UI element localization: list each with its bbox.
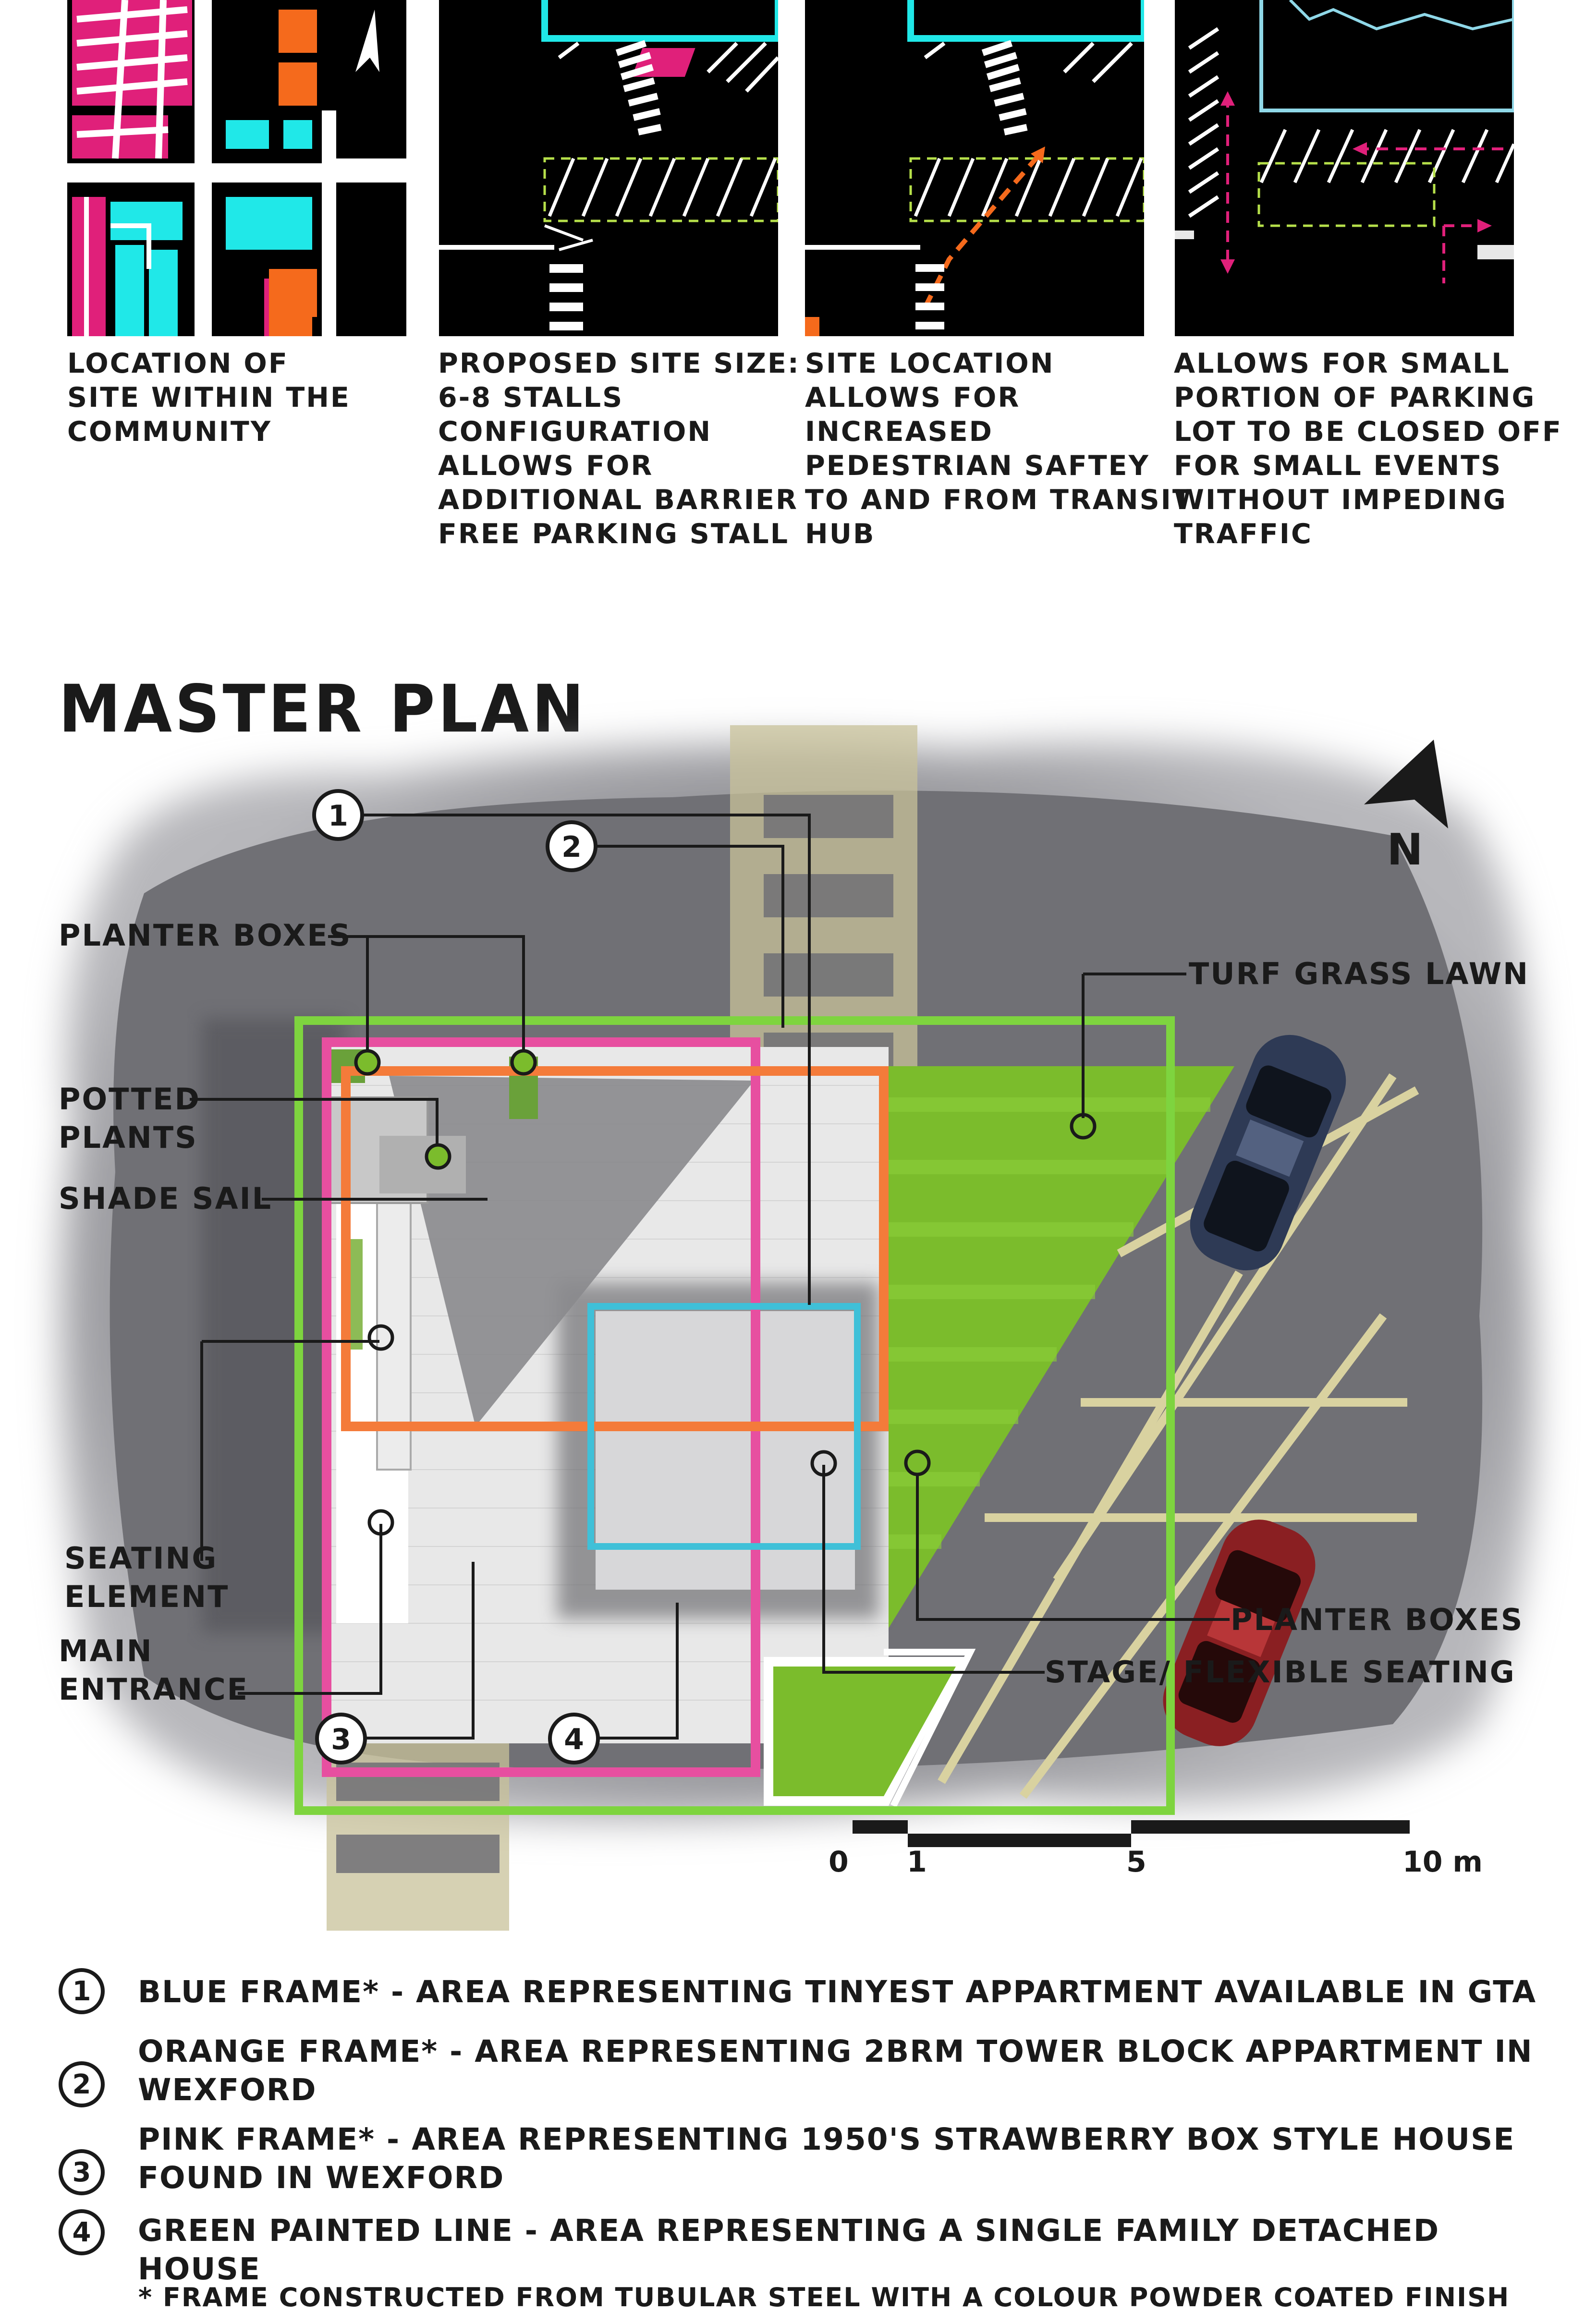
master-plan-title: MASTER PLAN: [59, 670, 587, 747]
pink-frame: [322, 1037, 760, 1777]
blue-frame: [587, 1303, 861, 1550]
turf-grass-lawn: [889, 1066, 1234, 1628]
orange-frame: [341, 1066, 889, 1431]
legend-number-1: 1: [59, 1968, 105, 2014]
legend-text-1: BLUE FRAME* - AREA REPRESENTING TINYEST …: [138, 1974, 1537, 2009]
scale-tick-10: 10 m: [1402, 1845, 1483, 1879]
seating-element-shape: [376, 1171, 412, 1471]
scale-tick-1: 1: [907, 1845, 927, 1879]
panel-caption-pedestrian: SITE LOCATION ALLOWS FOR INCREASED PEDES…: [805, 348, 1193, 550]
label-seating-element: SEATING ELEMENT: [64, 1541, 230, 1614]
panel-events-closure: [1175, 0, 1514, 336]
scale-bar: [853, 1820, 1410, 1847]
label-shade-sail: SHADE SAIL: [59, 1181, 273, 1216]
north-arrow-icon: N: [1364, 740, 1448, 875]
callout-3: 3: [315, 1713, 367, 1764]
callout-2-text: 2: [561, 830, 582, 864]
callout-4-text: 4: [564, 1723, 584, 1756]
legend-number-2: 2: [59, 2061, 105, 2107]
label-planter-boxes-top: PLANTER BOXES: [59, 918, 352, 953]
legend-text-3: PINK FRAME* - AREA REPRESENTING 1950'S S…: [138, 2122, 1515, 2195]
north-label: N: [1387, 825, 1423, 875]
legend-text-4: GREEN PAINTED LINE - AREA REPRESENTING A…: [138, 2213, 1440, 2287]
footnote: * FRAME CONSTRUCTED FROM TUBULAR STEEL W…: [138, 2282, 1510, 2312]
shade-sail: [389, 1076, 754, 1426]
label-potted-plants: POTTED PLANTS: [59, 1082, 201, 1155]
label-turf-grass-lawn: TURF GRASS LAWN: [1189, 956, 1530, 991]
panel-caption-site-size: PROPOSED SITE SIZE: 6-8 STALLS CONFIGURA…: [438, 348, 800, 550]
panel-pedestrian-safety: [805, 0, 1144, 336]
legend-number-3: 3: [59, 2149, 105, 2195]
pedestrian-safety-graphic: [805, 0, 1144, 336]
callout-3-text: 3: [331, 1723, 351, 1756]
community-map-graphic: [67, 0, 406, 336]
callout-2: 2: [546, 820, 597, 872]
callout-4: 4: [548, 1713, 600, 1764]
scale-tick-5: 5: [1126, 1845, 1146, 1879]
label-stage-flexible-seating: STAGE/ FLEXIBLE SEATING: [1045, 1655, 1516, 1690]
callout-1: 1: [312, 789, 364, 841]
legend-text-2: ORANGE FRAME* - AREA REPRESENTING 2BRM T…: [138, 2034, 1533, 2107]
car-dark-blue: [1190, 1034, 1346, 1271]
legend-number-4: 4: [59, 2209, 105, 2255]
green-painted-line: [294, 1016, 1175, 1815]
callout-1-text: 1: [328, 799, 348, 833]
panel-proposed-site-size: [439, 0, 778, 336]
events-closure-graphic: [1175, 0, 1514, 336]
master-plan-drawing: 1 2 3 4 N: [61, 725, 1536, 1931]
site-size-graphic: [439, 0, 778, 336]
car-red: [1163, 1520, 1316, 1746]
panel-caption-events: ALLOWS FOR SMALL PORTION OF PARKING LOT …: [1174, 348, 1562, 550]
panel-site-location-map: [67, 0, 406, 336]
label-planter-boxes-bottom: PLANTER BOXES: [1231, 1602, 1524, 1637]
panel-caption-location: LOCATION OF SITE WITHIN THE COMMUNITY: [67, 348, 351, 448]
scale-tick-0: 0: [829, 1845, 849, 1879]
label-main-entrance: MAIN ENTRANCE: [59, 1633, 249, 1707]
